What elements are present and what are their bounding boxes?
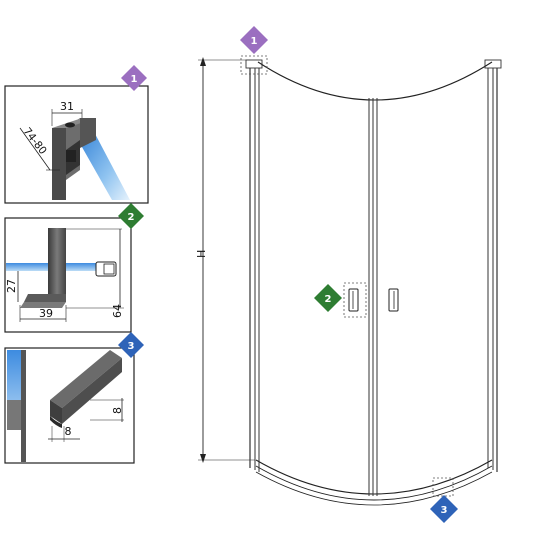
detail-3-panel: 8 8 3 [4, 332, 144, 464]
badge-3-detail-label: 3 [128, 341, 135, 352]
detail-1-glass [78, 128, 130, 200]
badge-2-main-label: 2 [325, 294, 332, 305]
badge-3-detail [118, 332, 144, 358]
right-door-handle [388, 288, 399, 312]
bottom-arc [255, 459, 493, 495]
badge-3-main-label: 3 [441, 505, 448, 516]
badge-1-detail-label: 1 [131, 74, 138, 85]
badge-2-detail [118, 203, 144, 229]
detail-3-seal [50, 350, 122, 408]
detail-3-width-label: 8 [65, 425, 72, 438]
detail-1-width-label: 31 [60, 100, 74, 113]
detail-1-range-dim [19, 127, 51, 171]
top-left-cap [245, 59, 263, 69]
shower-enclosure: H [195, 55, 502, 506]
detail-2-height-small-label: 27 [5, 279, 18, 293]
detail-1-profile-front [52, 128, 66, 200]
badge-2-detail-label: 2 [128, 212, 135, 223]
detail-1-panel: 31 74-80 1 [4, 65, 149, 204]
detail-3-height-label: 8 [111, 407, 124, 414]
top-right-cap [484, 59, 502, 69]
detail-2-height-total-label: 64 [111, 304, 124, 318]
badge-1-main-label: 1 [251, 36, 258, 47]
badge-2-main: 2 [314, 284, 342, 312]
left-door-handle [348, 288, 359, 312]
badge-3-main: 3 [430, 495, 458, 523]
detail-2-width-label: 39 [39, 307, 53, 320]
detail-2-panel: 64 27 39 2 [4, 203, 144, 333]
height-label: H [195, 250, 208, 258]
badge-1-detail [121, 65, 147, 91]
badge-1-main: 1 [240, 26, 268, 54]
callout-box-1 [240, 55, 268, 75]
top-arc [257, 61, 493, 101]
detail-2-profile [48, 228, 66, 298]
